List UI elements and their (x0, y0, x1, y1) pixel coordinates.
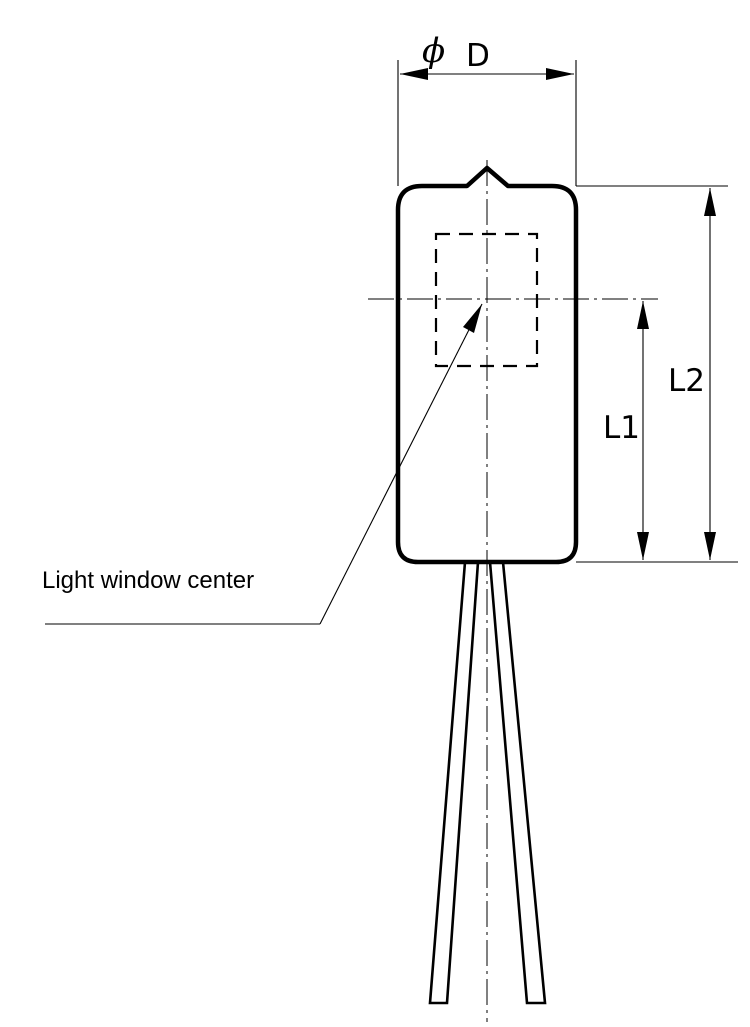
l1-arrow-bottom (637, 532, 649, 560)
right-lead (488, 560, 547, 1005)
callout-leader-diagonal (319, 303, 483, 625)
diameter-label: D (466, 38, 490, 74)
light-window-center-label: Light window center (42, 567, 254, 594)
light-window-box (434, 232, 539, 368)
l2-arrow-bottom (704, 532, 716, 560)
l2-label: L2 (668, 363, 705, 399)
diameter-arrow-left (400, 68, 428, 80)
callout-arrowhead (463, 304, 482, 333)
left-lead (428, 560, 480, 1005)
l2-arrow-top (704, 188, 716, 216)
diameter-symbol: ϕ (422, 31, 445, 71)
diameter-arrow-right (546, 68, 574, 80)
l1-arrow-top (637, 301, 649, 329)
l1-label: L1 (603, 410, 640, 446)
